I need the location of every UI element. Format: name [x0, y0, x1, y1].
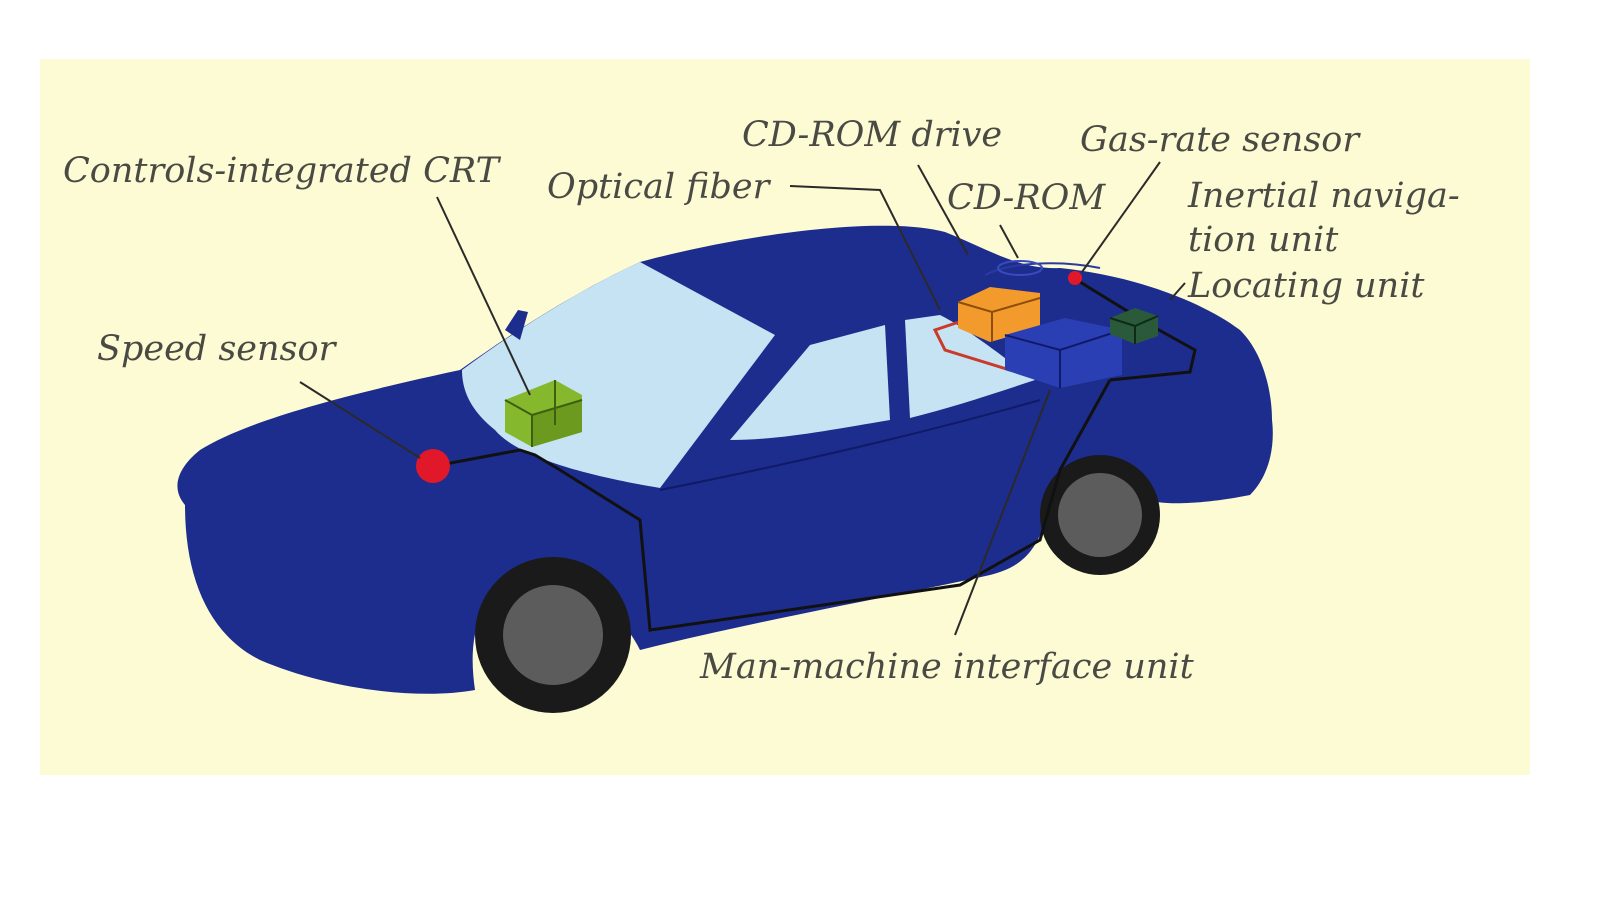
label-speed-sensor: Speed sensor: [97, 329, 336, 369]
front-hubcap: [503, 585, 603, 685]
front-mirror: [505, 310, 528, 340]
label-optical-fiber: Optical fiber: [547, 167, 770, 207]
leader-locating: [1169, 282, 1186, 301]
crt-unit: [504, 380, 583, 447]
label-mmi-unit: Man-machine interface unit: [700, 647, 1194, 687]
leader-cdrom: [999, 224, 1019, 259]
label-controls-crt: Controls-integrated CRT: [63, 151, 499, 191]
locating-unit-box: [1004, 318, 1123, 388]
label-inertial-nav-line1: Inertial naviga-: [1188, 176, 1460, 216]
label-gas-rate-sensor: Gas-rate sensor: [1080, 120, 1360, 160]
label-locating-unit: Locating unit: [1188, 266, 1425, 306]
cdrom-disc: [997, 260, 1043, 276]
leader-speed-sensor: [299, 381, 421, 459]
speed-sensor-dot: [416, 449, 450, 483]
label-cdrom-drive: CD-ROM drive: [742, 115, 1003, 155]
wiring-rear: [1079, 280, 1197, 382]
leader-optical-fiber: [789, 185, 941, 311]
label-inertial-nav-line2: tion unit: [1188, 220, 1339, 260]
cdrom-drive-unit: [957, 287, 1041, 342]
leader-gas-rate: [1081, 161, 1161, 273]
gas-rate-sensor-dot: [1068, 271, 1082, 285]
label-cdrom: CD-ROM: [947, 178, 1106, 218]
leader-mmi: [954, 389, 1051, 636]
rear-side-window: [905, 315, 1035, 418]
front-side-window: [730, 325, 890, 440]
leader-lines: [299, 161, 1186, 636]
leader-crt: [436, 196, 531, 396]
leader-cdrom-drive: [917, 164, 969, 256]
wiring-harness: [439, 379, 1112, 632]
rear-hubcap: [1058, 473, 1142, 557]
door-line: [659, 399, 1041, 491]
inertial-navigation-box: [1109, 308, 1159, 344]
